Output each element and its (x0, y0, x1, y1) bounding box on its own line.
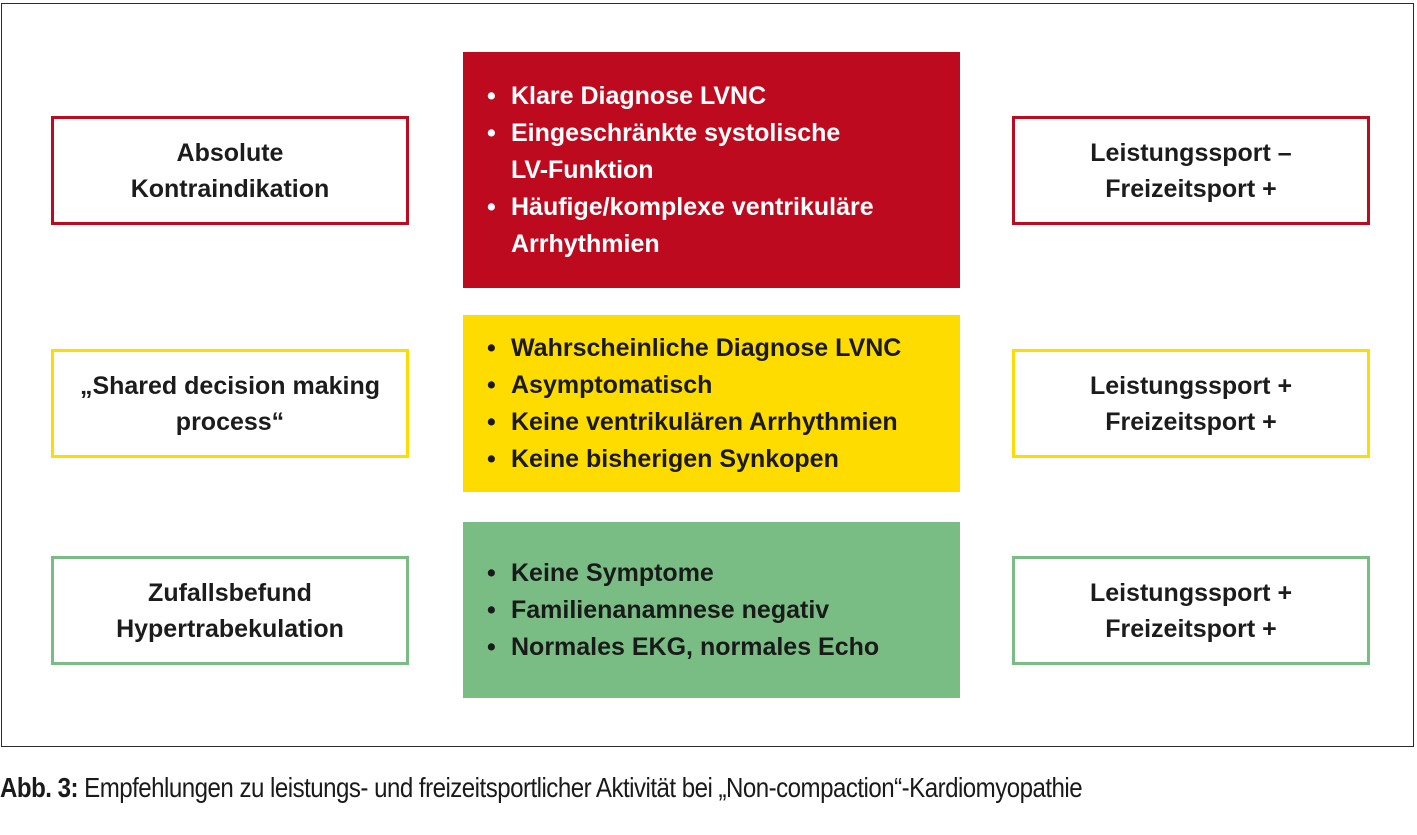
row-2-criteria-item: • Asymptomatisch (487, 367, 960, 404)
bullet-icon: • (487, 118, 496, 147)
bullet-icon: • (487, 192, 496, 221)
row-1-criteria-item: • Eingeschränkte systolische LV-Funktion (487, 115, 960, 189)
row-3-indication-box: Zufallsbefund Hypertrabekulation (51, 556, 409, 665)
row-1-sport-line: Leistungssport – (1090, 138, 1292, 167)
bullet-icon: • (487, 81, 496, 110)
row-2-sport-line: Freizeitsport + (1105, 407, 1277, 436)
row-3-sport-box: Leistungssport + Freizeitsport + (1012, 556, 1370, 665)
bullet-icon: • (487, 407, 496, 436)
row-1-criteria-item: • Häufige/komplexe ventrikuläre Arrhythm… (487, 189, 960, 263)
row-2-indication-box: „Shared decision making process“ (51, 349, 409, 458)
row-1-criteria-item: • Klare Diagnose LVNC (487, 78, 960, 115)
bullet-icon: • (487, 558, 496, 587)
row-3-criteria-item: • Familienanamnese negativ (487, 592, 960, 629)
row-3-criteria-item: • Keine Symptome (487, 555, 960, 592)
row-1-sport-box: Leistungssport – Freizeitsport + (1012, 116, 1370, 225)
bullet-icon: • (487, 444, 496, 473)
row-1-sport-line: Freizeitsport + (1105, 174, 1277, 203)
row-2-sport-line: Leistungssport + (1089, 371, 1293, 400)
row-1-criteria-box: • Klare Diagnose LVNC • Eingeschränkte s… (463, 52, 960, 288)
bullet-icon: • (487, 333, 496, 362)
row-3-sport-line: Freizeitsport + (1105, 614, 1277, 643)
row-3-indication-line: Hypertrabekulation (116, 614, 344, 643)
row-2-criteria-item: • Keine ventrikulären Arrhythmien (487, 404, 960, 441)
row-1-indication-line: Absolute (176, 138, 284, 167)
row-2-indication-line: process“ (175, 407, 285, 436)
row-3-indication-line: Zufallsbefund (148, 578, 312, 607)
row-2-criteria-box: • Wahrscheinliche Diagnose LVNC • Asympt… (463, 315, 960, 492)
row-2-indication-line: „Shared decision making (79, 371, 381, 400)
row-1-indication-line: Kontraindikation (130, 174, 330, 203)
caption-text: Empfehlungen zu leistungs- und freizeits… (77, 772, 1083, 803)
row-2-sport-box: Leistungssport + Freizeitsport + (1012, 349, 1370, 458)
caption-label: Abb. 3: (0, 772, 79, 803)
row-3-sport-line: Leistungssport + (1089, 578, 1293, 607)
bullet-icon: • (487, 595, 496, 624)
row-2-criteria-item: • Keine bisherigen Synkopen (487, 441, 960, 478)
figure-frame (1, 3, 1414, 747)
row-1-indication-box: Absolute Kontraindikation (51, 116, 409, 225)
bullet-icon: • (487, 370, 496, 399)
bullet-icon: • (487, 632, 496, 661)
row-2-criteria-item: • Wahrscheinliche Diagnose LVNC (487, 330, 960, 367)
figure-caption: Abb. 3: Empfehlungen zu leistungs- und f… (0, 770, 1219, 806)
row-3-criteria-item: • Normales EKG, normales Echo (487, 629, 960, 666)
row-3-criteria-box: • Keine Symptome • Familienanamnese nega… (463, 522, 960, 698)
